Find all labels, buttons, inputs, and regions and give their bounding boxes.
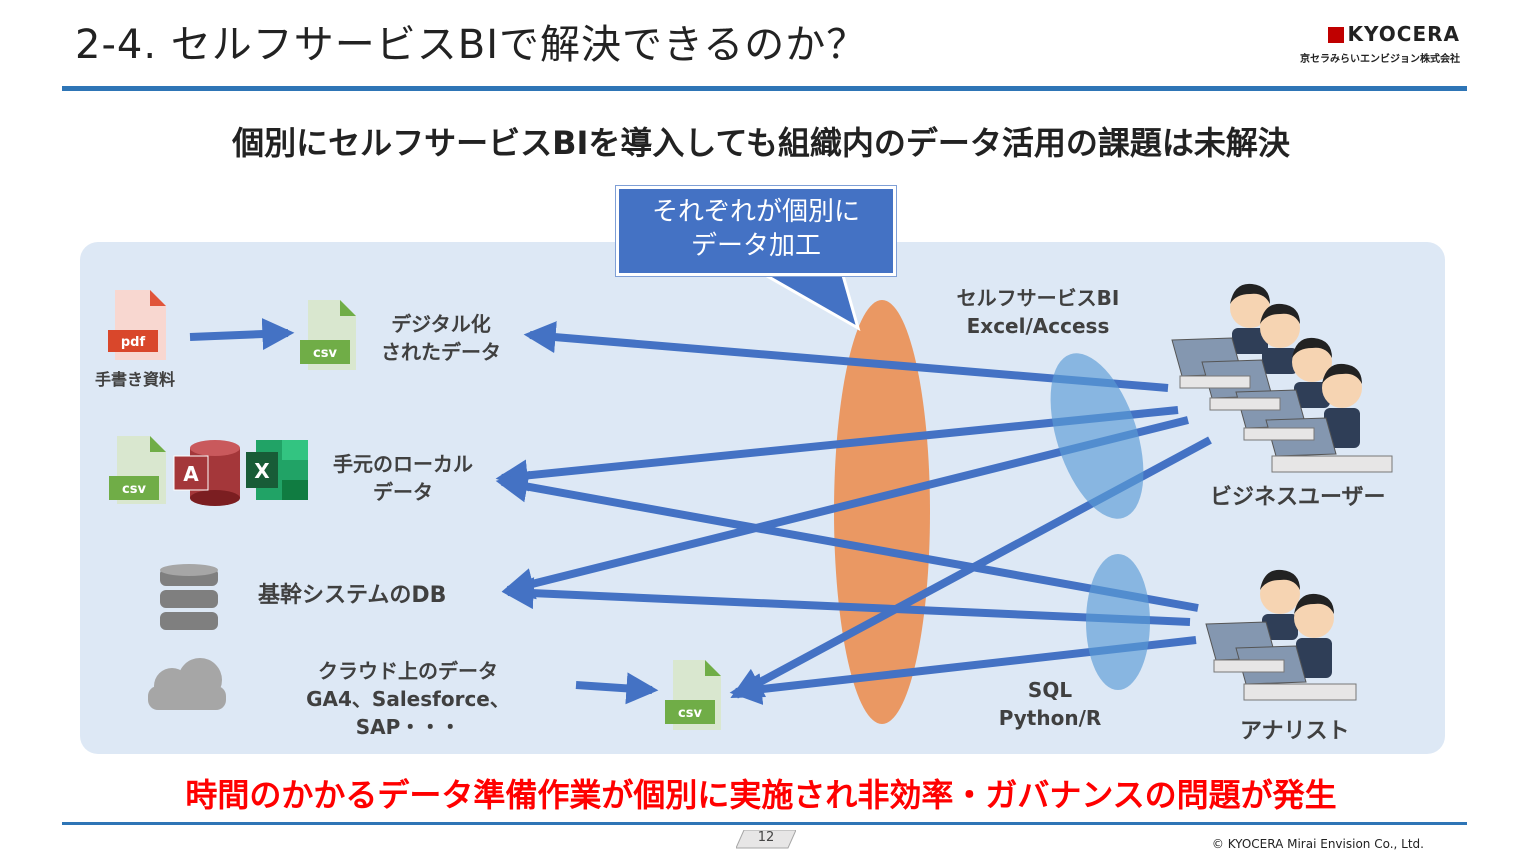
database-icon xyxy=(160,564,218,630)
cloud-data-label: クラウド上のデータ GA4、Salesforce、SAP・・・ xyxy=(306,659,510,739)
core-db-label: 基幹システムのDB xyxy=(258,583,447,608)
arrow-pdf-to-csv xyxy=(189,318,295,351)
csv-label: csv xyxy=(313,346,337,361)
csv-file-icon-local: csv xyxy=(109,436,166,504)
excel-icon: X xyxy=(246,440,308,500)
analysts-illustration xyxy=(1205,569,1357,701)
excel-label: X xyxy=(254,459,270,483)
kyocera-logo: KYOCERA xyxy=(1300,22,1460,46)
callout-individual-processing: それぞれが個別に データ加工 xyxy=(616,186,896,276)
page-number: 12 xyxy=(757,830,775,845)
processing-ellipse xyxy=(834,300,930,724)
copyright: © KYOCERA Mirai Envision Co., Ltd. xyxy=(1211,837,1424,851)
sql-tool-ellipse xyxy=(1086,554,1150,690)
company-name: 京セラみらいエンビジョン株式会社 xyxy=(1300,54,1460,65)
local-data-label: 手元のローカル データ xyxy=(333,452,473,504)
pdf-file-icon: pdf xyxy=(108,290,166,360)
business-users-illustration xyxy=(1171,283,1393,473)
problem-statement: 時間のかかるデータ準備作業が個別に実施され非効率・ガバナンスの問題が発生 xyxy=(185,776,1337,814)
bi-tool-ellipse xyxy=(1050,353,1144,519)
arrow-analyst-to-db xyxy=(501,577,1191,626)
digitized-data-label: デジタル化 されたデータ xyxy=(381,312,501,364)
slide-subtitle: 個別にセルフサービスBIを導入しても組織内のデータ活用の課題は未解決 xyxy=(232,124,1290,162)
page-number-tab xyxy=(736,830,796,849)
bi-tool-label: セルフサービスBI Excel/Access xyxy=(956,286,1120,338)
csv-label: csv xyxy=(122,482,146,497)
csv-file-icon-cloud: csv xyxy=(665,660,721,730)
pdf-label: pdf xyxy=(121,335,146,350)
slide-title: 2-4. セルフサービスBIで解決できるのか？ xyxy=(75,22,868,68)
handwritten-label: 手書き資料 xyxy=(95,370,176,389)
arrow-analyst-to-local xyxy=(495,470,1199,612)
callout-line2: データ加工 xyxy=(690,231,821,261)
kyocera-mark-icon xyxy=(1327,27,1344,43)
business-user-label: ビジネスユーザー xyxy=(1210,485,1386,510)
csv-label: csv xyxy=(678,706,702,721)
csv-file-icon-digitized: csv xyxy=(300,300,356,370)
footer-divider xyxy=(62,822,1467,825)
access-label: A xyxy=(183,462,199,486)
company-brand: KYOCERA 京セラみらいエンビジョン株式会社 xyxy=(1300,22,1460,65)
cloud-icon xyxy=(148,658,226,710)
header-divider xyxy=(62,86,1467,91)
arrow-cloud-to-csv xyxy=(575,672,659,705)
access-icon: A xyxy=(173,440,240,506)
callout-line1: それぞれが個別に xyxy=(651,197,860,227)
sql-tool-label: SQL Python/R xyxy=(998,678,1102,730)
analyst-label: アナリスト xyxy=(1240,719,1350,744)
callout-tail xyxy=(754,270,861,332)
